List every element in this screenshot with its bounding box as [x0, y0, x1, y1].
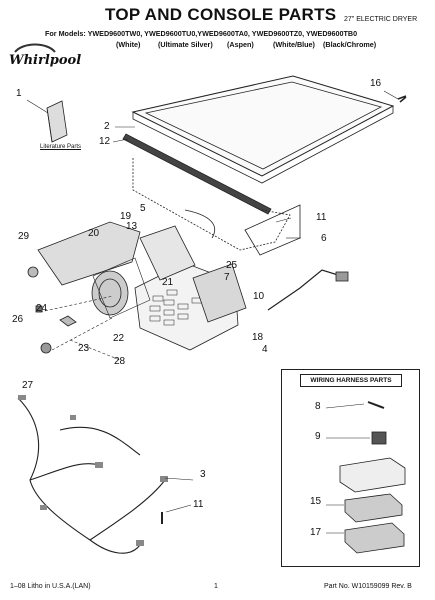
callout-21: 21 — [162, 277, 174, 288]
color-black-chrome: (Black/Chrome) — [323, 40, 377, 49]
literature-booklet — [46, 100, 68, 143]
callout-10: 10 — [253, 291, 265, 302]
callout-24: 24 — [36, 303, 48, 314]
callout-19: 19 — [120, 211, 132, 222]
callout-20: 20 — [88, 228, 100, 239]
dryer-type: 27" ELECTRIC DRYER — [344, 16, 418, 23]
callout-26: 26 — [12, 314, 24, 325]
diagram-title: TOP AND CONSOLE PARTS — [105, 5, 337, 24]
whirlpool-logo: Whirlpool — [9, 40, 82, 78]
color-ultimate-silver: (Ultimate Silver) — [158, 40, 213, 49]
ui-board — [192, 263, 247, 323]
callout-7: 7 — [224, 272, 230, 283]
knob-ring — [91, 270, 129, 316]
callout-16: 16 — [370, 78, 382, 89]
left-housing — [37, 221, 141, 286]
callout-13: 13 — [126, 221, 138, 232]
literature-parts-label: Literature Parts — [40, 144, 82, 150]
callout-27: 27 — [22, 380, 34, 391]
harness-connector-9 — [371, 431, 387, 445]
color-aspen: (Aspen) — [227, 40, 254, 49]
wiring-harness-title: WIRING HARNESS PARTS — [300, 374, 402, 387]
callout-18: 18 — [252, 332, 264, 343]
logo-text: Whirlpool — [9, 53, 82, 68]
callout-11-upper: 11 — [316, 212, 327, 223]
callout-11-lower: 11 — [193, 499, 204, 510]
console-bracket — [132, 158, 291, 251]
footer-page-number: 1 — [214, 583, 218, 590]
callout-3: 3 — [200, 469, 206, 480]
callout-8: 8 — [315, 401, 321, 412]
callout-25: 25 — [226, 260, 238, 271]
callout-28: 28 — [114, 356, 126, 367]
callout-23: 23 — [78, 343, 90, 354]
wiring-harness-box — [281, 369, 420, 567]
main-harness — [17, 397, 166, 554]
callout-22: 22 — [113, 333, 125, 344]
harness-block — [339, 457, 406, 493]
footer-part-number: Part No. W10159099 Rev. B — [324, 583, 412, 590]
footer-litho: 1–08 Litho in U.S.A.(LAN) — [10, 583, 91, 590]
harness-clip-8 — [367, 401, 385, 409]
callout-4: 4 — [262, 344, 268, 355]
callout-12: 12 — [99, 136, 111, 147]
callout-17: 17 — [310, 527, 322, 538]
models-line: For Models: YWED9600TW0, YWED9600TU0,YWE… — [45, 29, 358, 38]
logo-swirl-icon — [14, 43, 56, 53]
callout-9: 9 — [315, 431, 321, 442]
color-white-blue: (White/Blue) — [273, 40, 315, 49]
color-white: (White) — [116, 40, 141, 49]
callout-15: 15 — [310, 496, 322, 507]
control-board — [139, 225, 196, 281]
callout-29: 29 — [18, 231, 30, 242]
front-trim — [122, 133, 272, 215]
callout-5: 5 — [140, 203, 146, 214]
callout-6: 6 — [321, 233, 327, 244]
callout-1: 1 — [16, 88, 22, 99]
callout-2: 2 — [104, 121, 110, 132]
